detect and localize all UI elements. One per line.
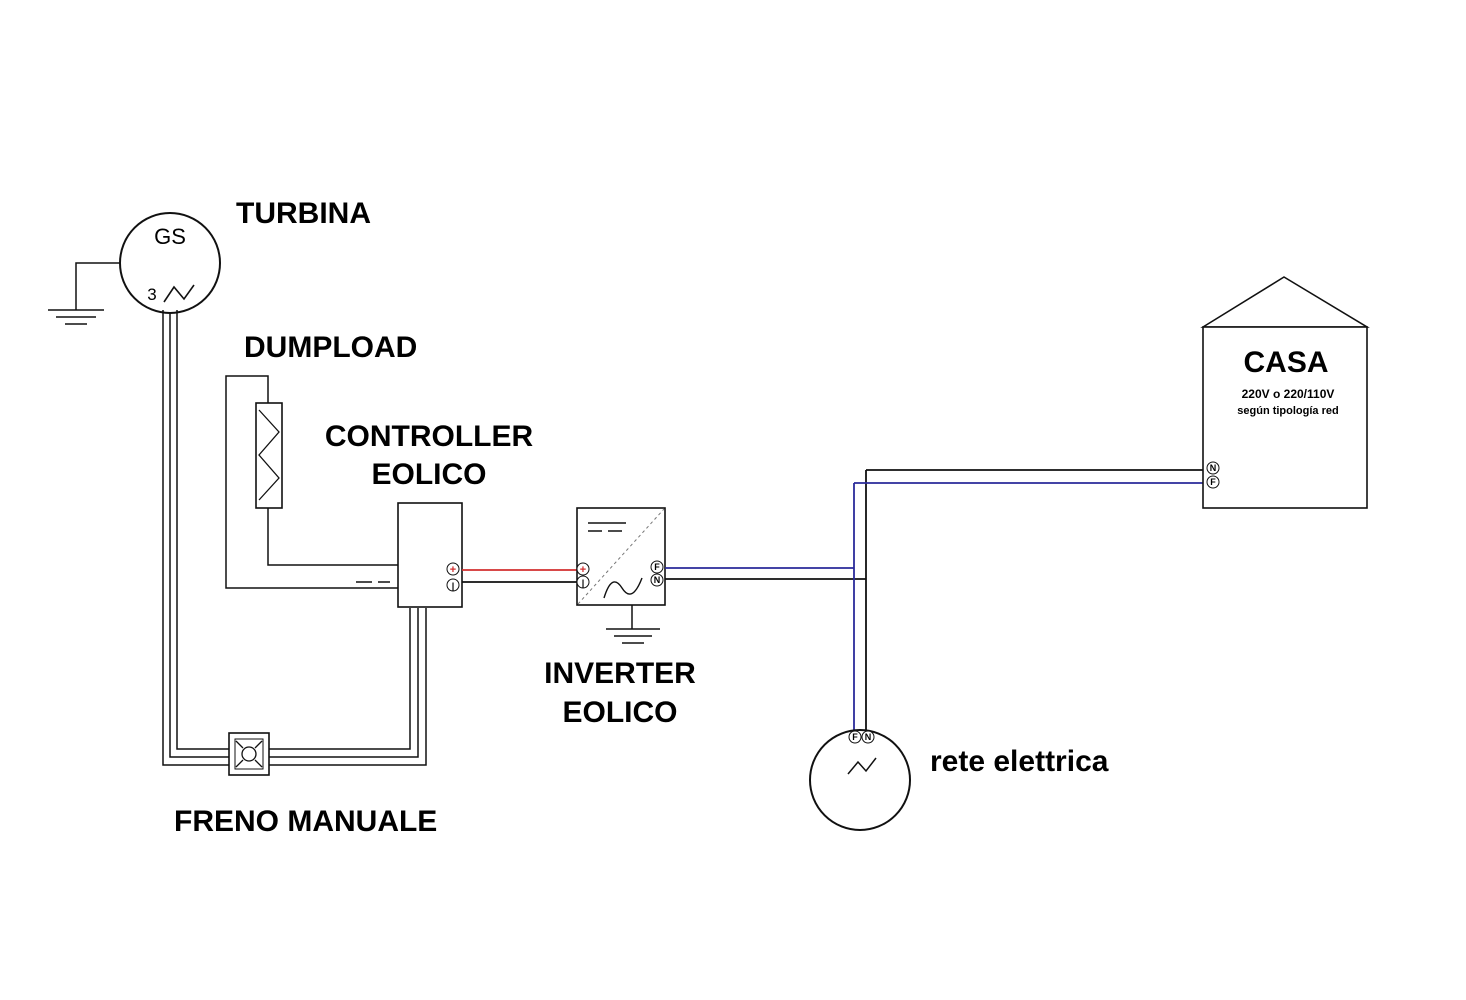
label-casa-voltage: 220V o 220/110V <box>1242 387 1335 401</box>
label-rete-elettrica: rete elettrica <box>930 745 1109 778</box>
controller-minus-terminal: | <box>452 581 455 591</box>
inverter-minus-terminal: | <box>582 578 585 588</box>
label-casa: CASA <box>1243 346 1328 379</box>
inverter-eolico: + | F N <box>576 507 666 606</box>
controller-eolico: + | <box>397 502 463 608</box>
grid-neutral-terminal: N <box>865 732 872 742</box>
controller-plus-terminal: + <box>450 564 456 576</box>
manual-brake <box>228 732 270 776</box>
grid-phase-terminal: F <box>852 732 858 742</box>
inverter-phase-terminal: F <box>654 562 660 572</box>
dc-symbol-icon <box>588 522 626 532</box>
label-freno-manuale: FRENO MANUALE <box>174 805 437 838</box>
casa: N F <box>1200 276 1370 509</box>
dumpload <box>225 375 398 589</box>
rete-elettrica: F N <box>809 729 911 831</box>
generator-name: GS <box>154 224 186 249</box>
label-inverter-line1: INVERTER <box>544 657 696 690</box>
ac-wave-icon <box>847 757 877 775</box>
three-phase-cable <box>162 310 427 766</box>
label-casa-note: según tipología red <box>1237 405 1338 417</box>
inverter-ground-icon <box>606 605 660 644</box>
generator-phase: 3 <box>147 285 156 304</box>
ac-wave-icon <box>163 284 195 303</box>
turbine-ground-icon <box>48 262 120 325</box>
label-dumpload: DUMPLOAD <box>244 331 417 364</box>
label-controller-line1: CONTROLLER <box>325 420 534 453</box>
label-controller-line2: EOLICO <box>371 458 486 491</box>
resistor-icon <box>258 409 280 501</box>
house-neutral-terminal: N <box>1210 463 1217 473</box>
house-phase-terminal: F <box>1210 477 1216 487</box>
brake-icon <box>235 740 263 768</box>
label-turbina: TURBINA <box>236 197 371 230</box>
label-inverter-line2: EOLICO <box>562 696 677 729</box>
inverter-plus-terminal: + <box>580 564 586 576</box>
turbine-generator: GS 3 <box>119 212 221 314</box>
ac-wave-icon <box>603 577 643 599</box>
inverter-neutral-terminal: N <box>654 575 661 585</box>
